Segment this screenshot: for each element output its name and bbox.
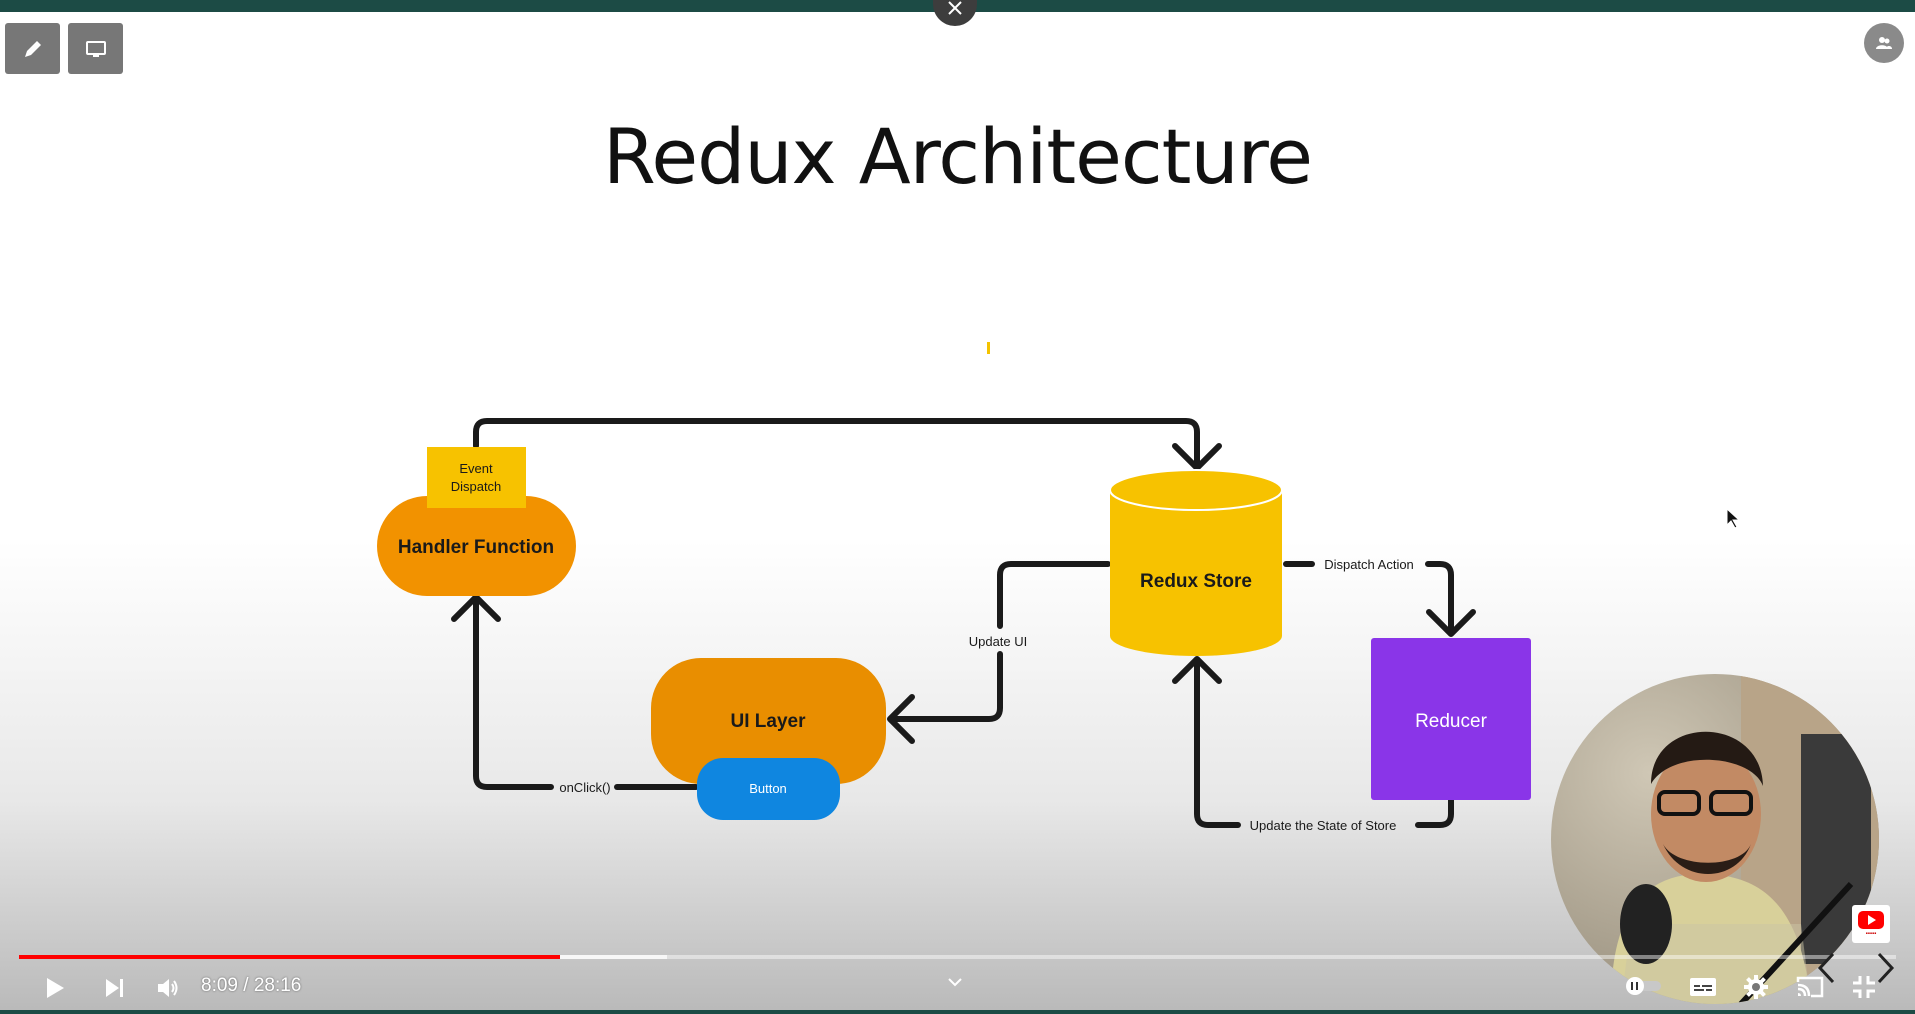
play-button[interactable] bbox=[36, 970, 72, 1006]
edge-label-onclick: onClick() bbox=[559, 780, 610, 795]
time-separator: / bbox=[237, 975, 254, 996]
subscribe-watermark[interactable]: ▪▪▪▪▪ bbox=[1852, 905, 1890, 943]
exit-fullscreen-icon bbox=[1853, 976, 1875, 998]
subscribe-icon: ▪▪▪▪▪ bbox=[1865, 931, 1877, 937]
participants-button[interactable] bbox=[1864, 23, 1904, 63]
event-dispatch-label-line1: Event bbox=[459, 461, 493, 476]
settings-button[interactable] bbox=[1739, 971, 1773, 1003]
autoplay-toggle[interactable] bbox=[1624, 974, 1664, 998]
redux-store-top bbox=[1109, 469, 1283, 511]
screen-icon bbox=[85, 40, 106, 57]
chevron-down-icon bbox=[948, 978, 962, 987]
play-icon bbox=[47, 978, 64, 998]
next-icon bbox=[106, 979, 123, 997]
time-display: 8:09 / 28:16 bbox=[201, 975, 301, 997]
arrow-reducer-to-store bbox=[1415, 797, 1454, 828]
autoplay-toggle-icon bbox=[1626, 977, 1661, 995]
edge-label-update-state: Update the State of Store bbox=[1250, 818, 1397, 833]
bottom-browser-strip bbox=[0, 1010, 1915, 1014]
settings-icon bbox=[1744, 975, 1768, 999]
people-icon bbox=[1876, 37, 1892, 49]
youtube-icon bbox=[1858, 911, 1884, 929]
progress-played bbox=[19, 955, 561, 959]
handler-function-node bbox=[377, 496, 576, 596]
arrow-dispatch-to-store bbox=[473, 418, 1200, 468]
ui-layer-label: UI Layer bbox=[731, 711, 807, 732]
arrowhead-reducer bbox=[1426, 609, 1476, 637]
progress-bar[interactable] bbox=[19, 955, 1896, 959]
edge-label-update-ui: Update UI bbox=[969, 634, 1028, 649]
ui-layer-node bbox=[651, 658, 886, 784]
chevron-left-icon bbox=[1817, 952, 1835, 984]
exit-fullscreen-button[interactable] bbox=[1848, 971, 1880, 1003]
text-cursor-mark bbox=[987, 342, 990, 354]
handler-function-label: Handler Function bbox=[398, 537, 554, 558]
volume-icon bbox=[158, 979, 178, 997]
redux-store-label: Redux Store bbox=[1140, 571, 1252, 592]
reducer-label: Reducer bbox=[1415, 711, 1487, 732]
volume-button[interactable] bbox=[150, 970, 186, 1006]
previous-slide-button[interactable] bbox=[1812, 948, 1840, 988]
button-label: Button bbox=[749, 781, 787, 796]
cast-icon bbox=[1796, 976, 1824, 998]
pen-icon bbox=[24, 40, 41, 57]
mouse-pointer-icon bbox=[1726, 507, 1741, 529]
captions-icon bbox=[1690, 978, 1716, 996]
slide-title: Redux Architecture bbox=[603, 112, 1313, 201]
close-icon bbox=[948, 1, 962, 15]
reducer-node bbox=[1371, 638, 1531, 800]
edge-label-dispatch-action: Dispatch Action bbox=[1324, 557, 1414, 572]
event-dispatch-label-line2: Dispatch bbox=[451, 479, 502, 494]
captions-button[interactable] bbox=[1686, 972, 1720, 1002]
event-dispatch-node bbox=[427, 447, 526, 508]
chevron-right-icon bbox=[1877, 952, 1895, 984]
redux-store-node bbox=[1110, 490, 1282, 656]
next-slide-button[interactable] bbox=[1872, 948, 1900, 988]
current-time: 8:09 bbox=[201, 975, 238, 996]
arrowhead-ui bbox=[887, 694, 915, 744]
pen-tool-button[interactable] bbox=[5, 23, 60, 74]
chapter-toggle-button[interactable] bbox=[943, 972, 967, 992]
arrowhead-store bbox=[1172, 443, 1222, 471]
arrow-store-to-ui bbox=[997, 561, 1111, 629]
arrowhead-handler bbox=[451, 594, 501, 622]
cast-button[interactable] bbox=[1792, 972, 1828, 1002]
arrowhead-store-bottom bbox=[1172, 656, 1222, 684]
next-button[interactable] bbox=[96, 970, 132, 1006]
screen-tool-button[interactable] bbox=[68, 23, 123, 74]
button-node bbox=[697, 758, 840, 820]
duration: 28:16 bbox=[253, 975, 302, 996]
